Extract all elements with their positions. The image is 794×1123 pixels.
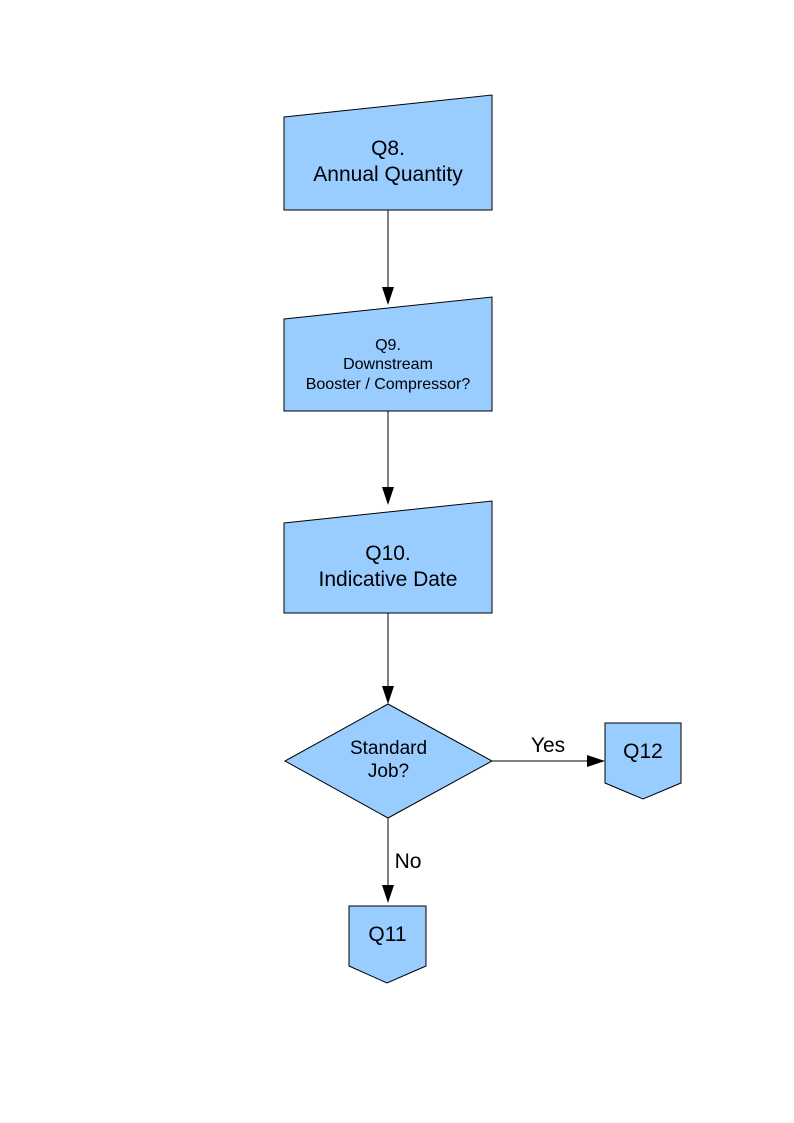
yes-edge-label: Yes: [512, 733, 584, 759]
arrowhead-decision-q11: [382, 885, 394, 903]
q10-line1: Q10.: [365, 542, 411, 566]
decision-line2: Job?: [367, 761, 410, 782]
decision-line1: Standard: [349, 737, 428, 759]
q9-node-label: Q9. Downstream Booster / Compressor?: [284, 311, 492, 419]
arrowhead-q8-q9: [382, 287, 394, 305]
q11-node-label: Q11: [349, 906, 426, 964]
q8-node-shape: [283, 94, 493, 211]
q9-line2: Downstream: [343, 356, 433, 374]
yes-text: Yes: [530, 734, 566, 758]
q9-node-shape: [283, 296, 493, 412]
q8-line1: Q8.: [371, 137, 405, 161]
arrowhead-q9-q10: [382, 487, 394, 505]
q9-line3: Booster / Compressor?: [305, 375, 471, 393]
arrowhead-q10-decision: [382, 686, 394, 704]
q10-node-label: Q10. Indicative Date: [284, 518, 492, 616]
no-edge-label: No: [386, 849, 430, 875]
q10-node-shape: [283, 500, 493, 614]
q12-node-shape: [604, 722, 682, 800]
q8-line2: Annual Quantity: [313, 163, 463, 186]
arrowhead-decision-q12: [587, 755, 605, 767]
q11-text: Q11: [368, 923, 407, 947]
q11-node-shape: [348, 905, 427, 984]
q10-line2: Indicative Date: [318, 568, 458, 591]
no-text: No: [394, 850, 422, 874]
q9-line1: Q9.: [375, 336, 401, 354]
q8-node-label: Q8. Annual Quantity: [284, 112, 492, 212]
decision-node-label: Standard Job?: [285, 704, 492, 816]
q12-node-label: Q12: [605, 723, 681, 781]
q12-text: Q12: [623, 740, 663, 764]
